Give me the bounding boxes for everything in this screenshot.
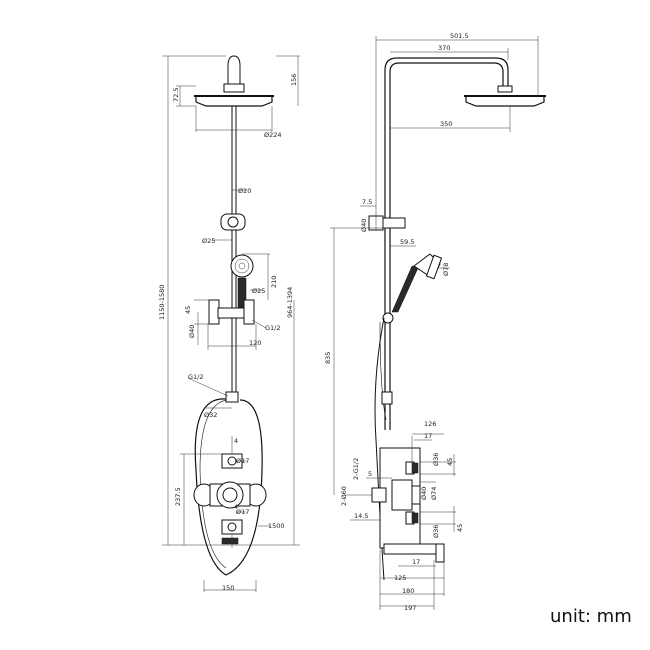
dim-hose-len: 1500 — [268, 522, 285, 530]
side-shower-head — [464, 85, 546, 107]
dim-bracket-height: 835 — [324, 352, 332, 364]
dim-overall-depth: 197 — [404, 604, 416, 612]
dim-bracket-h: 45 — [184, 306, 192, 314]
dim-rise: 156 — [290, 74, 298, 86]
side-overhead-arm — [384, 57, 509, 230]
dim-flange-depth: 14.5 — [354, 512, 368, 520]
dim-wall-dia: Ø40 — [360, 219, 368, 232]
dim-thread-hose: G1/2 — [188, 373, 204, 381]
dim-valve-height: 237.5 — [174, 487, 182, 506]
front-shower-head — [194, 55, 274, 107]
dim-bracket-dia: Ø40 — [188, 325, 196, 338]
dim-head-offset: 350 — [440, 120, 452, 128]
unit-label: unit: mm — [550, 606, 632, 627]
dim-bracket-width: 120 — [249, 339, 261, 347]
dim-bracket-reach: 59.5 — [400, 238, 414, 246]
dim-valve-dia-a: Ø36 — [432, 453, 440, 466]
dim-thread: 2-G1/2 — [352, 458, 360, 480]
dim-wall-flange-dia: 2-Ø60 — [340, 486, 348, 506]
dim-spout-len: 125 — [394, 574, 406, 582]
side-dimension-lines — [330, 36, 539, 610]
side-handset — [382, 253, 443, 324]
dim-head-height: 72.5 — [172, 88, 180, 102]
dim-gap-top: 4 — [234, 437, 238, 445]
dim-spout-gap-b: 17 — [412, 558, 420, 566]
dim-valve-h-b: 45 — [456, 524, 464, 532]
front-view: 156 72.5 Ø224 Ø20 Ø25 210 Ø25 1150-1580 … — [158, 55, 300, 592]
dim-adjust-height: 964-1394 — [286, 287, 294, 318]
dim-holder-dia: Ø25 — [202, 237, 215, 245]
dim-valve-dia-top: Ø17 — [236, 457, 249, 465]
dim-valve-dia-bottom: Ø17 — [236, 508, 249, 516]
dim-step: 5 — [368, 470, 372, 478]
dim-arm-total: 501.5 — [450, 32, 469, 40]
dim-thread-top: G1/2 — [265, 324, 281, 332]
dim-hose-dia: Ø25 — [252, 287, 265, 295]
dim-hose-conn-dia: Ø32 — [204, 411, 217, 419]
dim-valve-dia-b: Ø36 — [432, 525, 440, 538]
side-view: 501.5 370 350 7.5 Ø40 59.5 Ø78 835 126 1… — [324, 32, 546, 612]
dim-arm-reach: 370 — [438, 44, 450, 52]
dim-handset-len: 210 — [270, 276, 278, 288]
dim-gap-bottom: 4 — [234, 503, 238, 511]
front-dimension-lines — [162, 55, 300, 592]
front-slider-holder — [220, 213, 246, 231]
front-top-bracket — [208, 299, 255, 325]
side-mixer-body — [371, 447, 445, 563]
front-hose — [194, 398, 263, 576]
dim-body-depth: 180 — [402, 587, 414, 595]
dim-valve-h-a: 45 — [446, 458, 454, 466]
dim-knob-dia-a: Ø40 — [420, 487, 428, 500]
dim-knob-dia-b: Ø74 — [430, 487, 438, 500]
dim-head-dia: Ø224 — [264, 131, 282, 139]
dim-rail-dia: Ø20 — [238, 187, 251, 195]
dim-body-reach: 126 — [424, 420, 436, 428]
dim-overall-height: 1150-1580 — [158, 285, 166, 320]
dim-base-width: 150 — [222, 584, 234, 592]
dim-wall-gap: 7.5 — [362, 198, 372, 206]
dim-handset-dia: Ø78 — [442, 263, 450, 276]
dim-spout-gap: 17 — [424, 432, 432, 440]
